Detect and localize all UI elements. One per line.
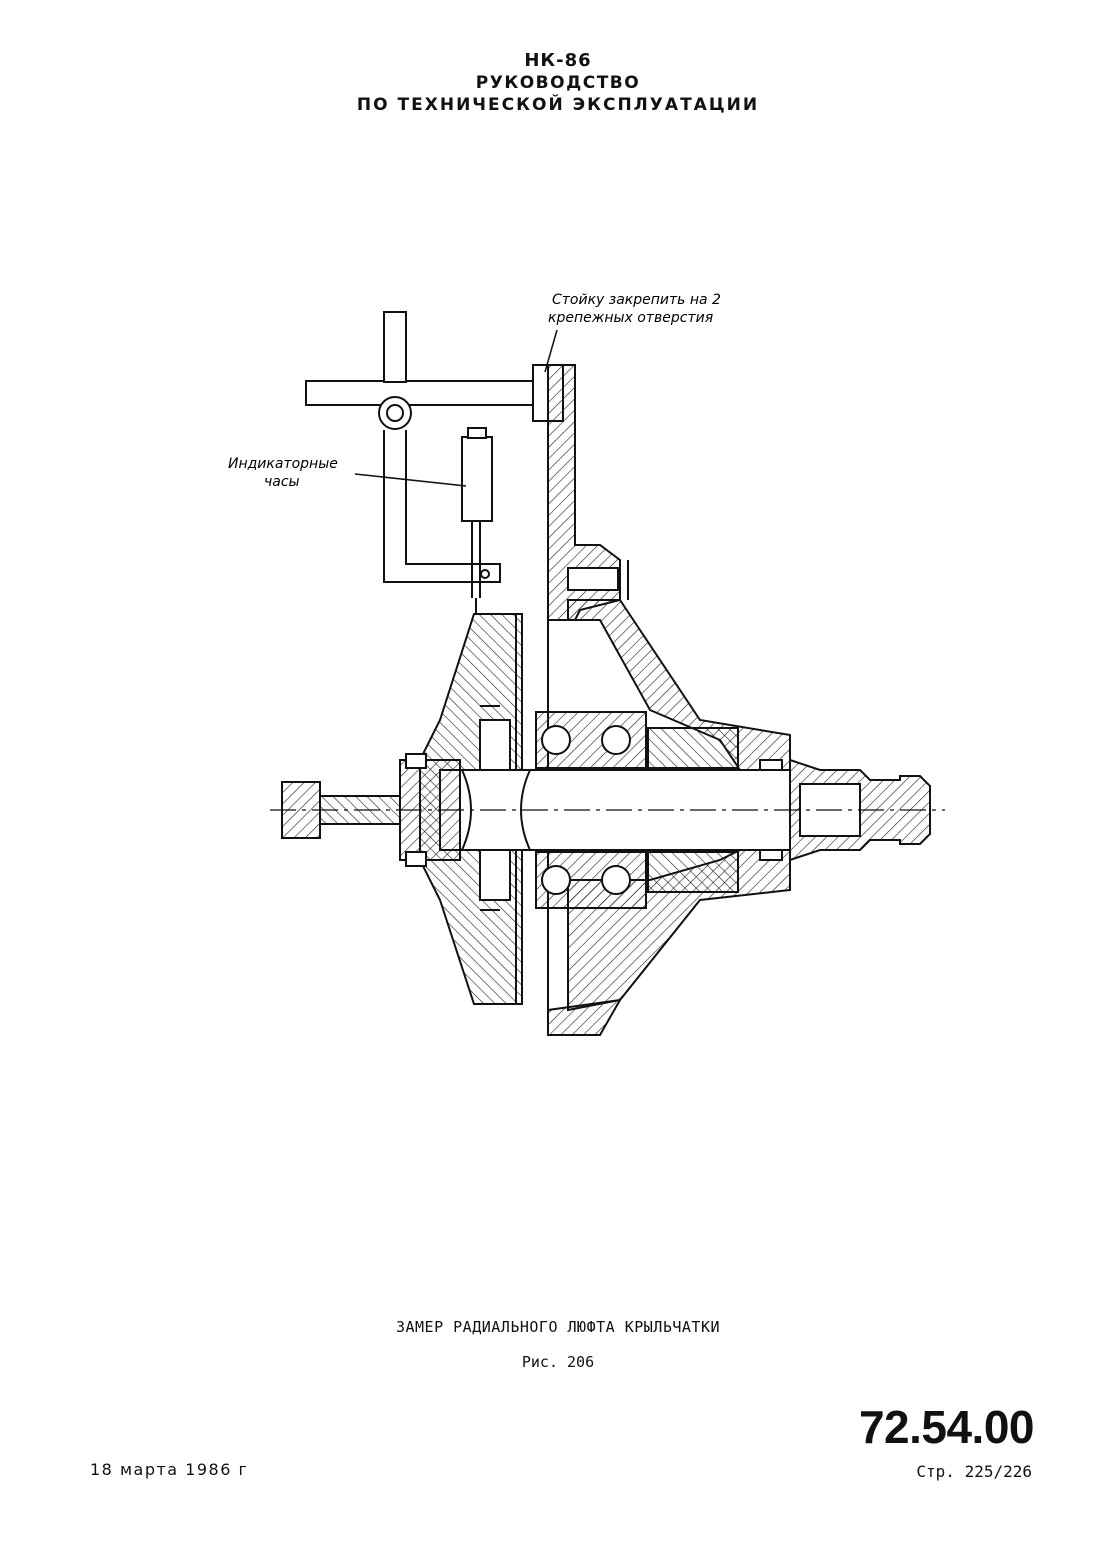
callout-stand-line1: Стойку закрепить на 2 <box>552 292 721 308</box>
stand-bracket <box>547 364 791 1036</box>
indicator-clock <box>461 427 493 614</box>
engine-designation: НК-86 <box>524 50 592 71</box>
manual-subtitle: ПО ТЕХНИЧЕСКОЙ ЭКСПЛУАТАЦИИ <box>356 95 760 115</box>
revision-date: 18 марта 1986 г <box>90 1460 249 1479</box>
figure-caption: ЗАМЕР РАДИАЛЬНОГО ЛЮФТА КРЫЛЬЧАТКИ <box>395 1318 721 1336</box>
document-number: 72.54.00 <box>858 1401 1035 1453</box>
bearings <box>535 711 647 909</box>
document-header: НК-86 РУКОВОДСТВО ПО ТЕХНИЧЕСКОЙ ЭКСПЛУА… <box>0 50 1116 116</box>
figure-number: Рис. 206 <box>521 1353 595 1371</box>
callout-indicator-line2: часы <box>264 474 300 490</box>
callout-stand: Стойку закрепить на 2 крепежных отверсти… <box>548 292 721 326</box>
manual-title: РУКОВОДСТВО <box>475 73 641 93</box>
callout-indicator-line1: Индикаторные <box>228 456 338 472</box>
callout-stand-line2: крепежных отверстия <box>548 310 713 326</box>
seal-housing <box>647 727 783 893</box>
leader-lines <box>354 329 558 487</box>
indicator-fixture <box>305 311 564 583</box>
page-number: Стр. 225/226 <box>916 1462 1032 1481</box>
callout-indicator: Индикаторные часы <box>228 456 338 490</box>
